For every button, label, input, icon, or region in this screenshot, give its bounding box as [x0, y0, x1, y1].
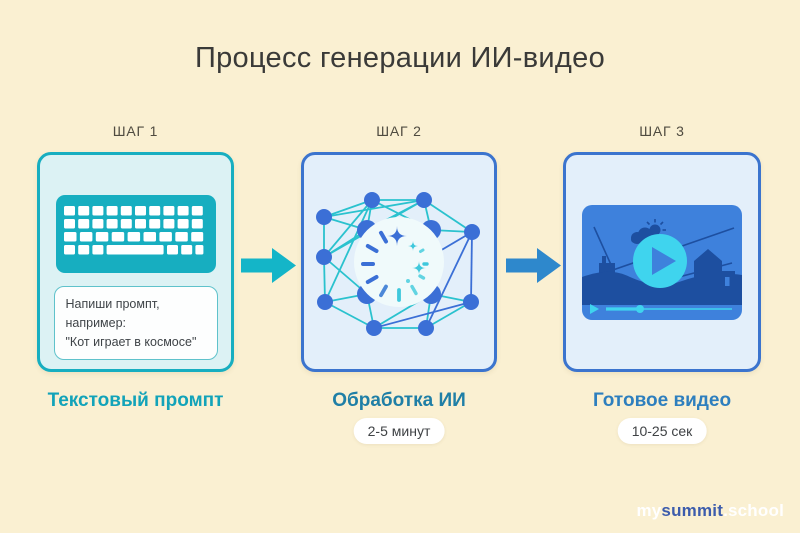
page-title: Процесс генерации ИИ-видео [194, 42, 606, 74]
step-2-column: ШАГ 2 [301, 120, 497, 460]
prompt-line: Напиши промпт, [65, 297, 160, 311]
step-3-column: ШАГ 3 [563, 120, 761, 460]
logo-suffix: .school [723, 501, 784, 520]
step-2-label: ШАГ 2 [376, 123, 422, 139]
step-2-card [301, 152, 497, 372]
logo: mysummit.school [636, 501, 784, 521]
logo-brand: summit [661, 501, 724, 520]
step-3-caption: Готовое видео [592, 390, 732, 411]
logo-prefix: my [636, 501, 662, 520]
neural-network-icon [316, 192, 480, 336]
prompt-line: например: [65, 315, 127, 330]
step-1-caption: Текстовый промпт [47, 390, 224, 411]
keyboard-icon [55, 195, 216, 273]
right-arrow-icon [241, 248, 296, 283]
step-2-caption: Обработка ИИ [332, 390, 466, 411]
step-1-label: ШАГ 1 [112, 123, 159, 139]
step-3-duration-badge: 10-25 сек [617, 418, 707, 444]
step-2-duration-badge: 2-5 минут [353, 418, 445, 444]
prompt-line: "Кот играет в космосе" [65, 334, 197, 349]
step-1-column: ШАГ 1 Напиши промпт, например: "Кот игра… [37, 120, 234, 460]
right-arrow-icon [506, 248, 561, 283]
sparkle-icon [387, 226, 407, 246]
prompt-example-bubble: Напиши промпт, например: "Кот играет в к… [53, 286, 218, 361]
step-3-label: ШАГ 3 [639, 123, 685, 139]
step-1-card: Напиши промпт, например: "Кот играет в к… [37, 152, 234, 372]
step-3-card [563, 152, 761, 372]
video-player-icon [582, 205, 742, 320]
